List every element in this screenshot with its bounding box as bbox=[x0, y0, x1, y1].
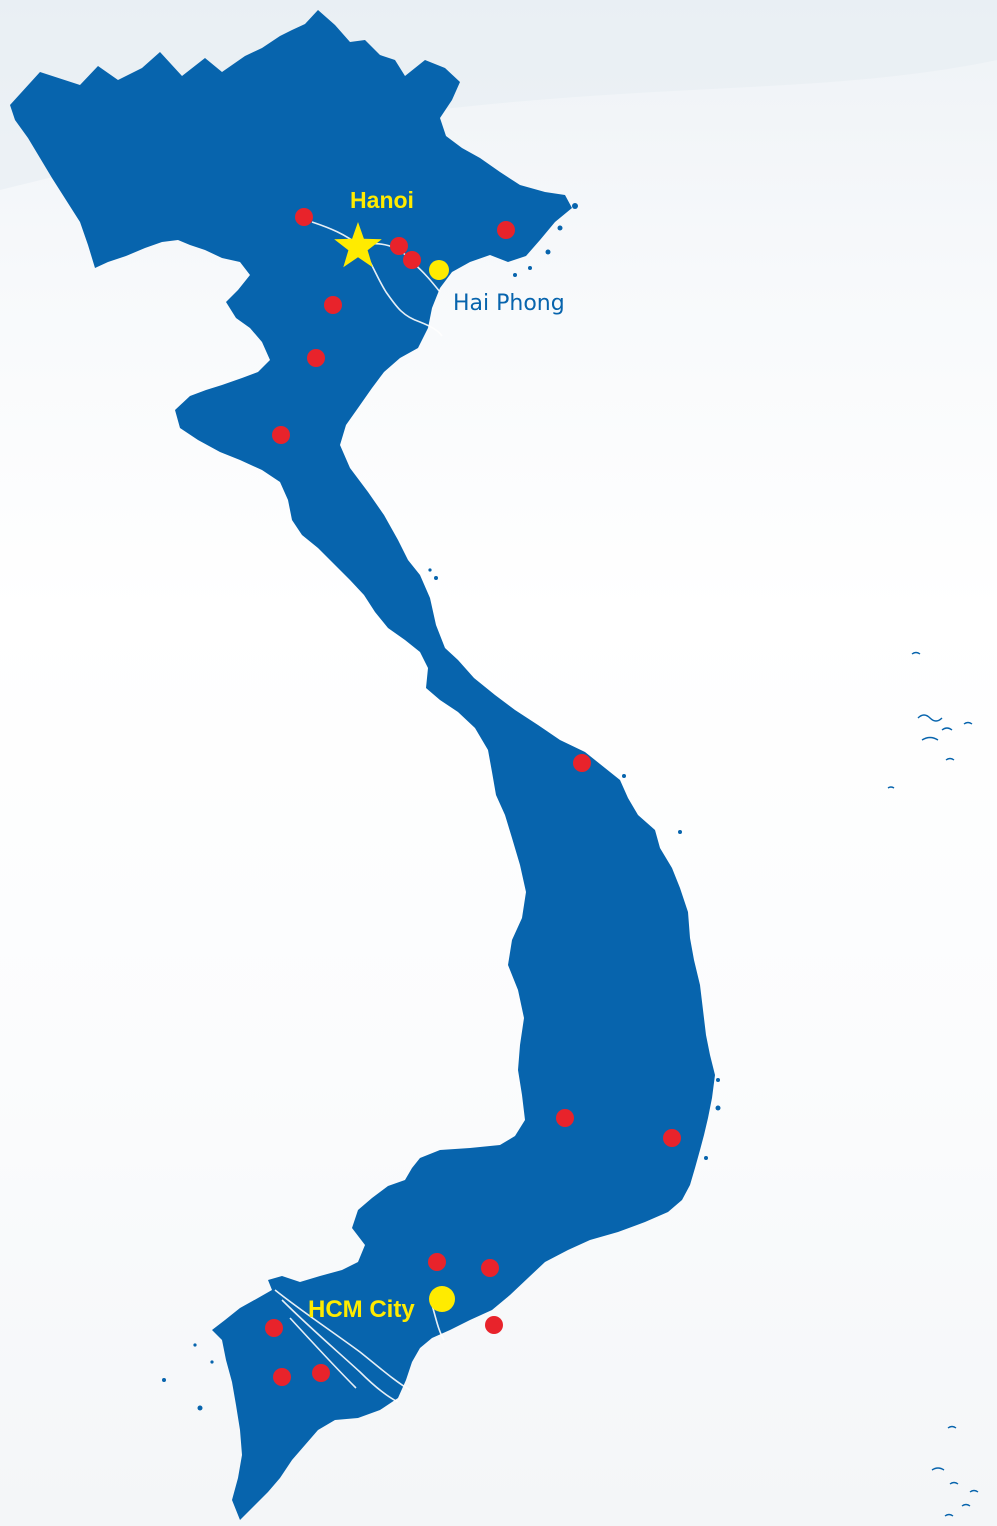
hcm-city-marker bbox=[429, 1286, 455, 1312]
city-marker bbox=[481, 1259, 499, 1277]
city-markers bbox=[265, 208, 681, 1386]
islands bbox=[162, 203, 721, 1411]
city-marker bbox=[428, 1253, 446, 1271]
city-marker bbox=[485, 1316, 503, 1334]
city-marker bbox=[497, 221, 515, 239]
city-marker bbox=[307, 349, 325, 367]
city-marker bbox=[663, 1129, 681, 1147]
city-marker bbox=[295, 208, 313, 226]
hai-phong-marker bbox=[429, 260, 449, 280]
city-marker bbox=[324, 296, 342, 314]
city-marker bbox=[556, 1109, 574, 1127]
city-marker bbox=[273, 1368, 291, 1386]
capital-label: Hanoi bbox=[350, 187, 414, 213]
rivers bbox=[274, 221, 445, 1403]
city-marker bbox=[573, 754, 591, 772]
capital-star-icon bbox=[334, 222, 382, 268]
hai-phong-label: Hai Phong bbox=[453, 291, 565, 316]
vietnam-landmass bbox=[10, 10, 715, 1520]
hcm-city-label: HCM City bbox=[308, 1296, 415, 1323]
city-marker bbox=[390, 237, 408, 255]
city-marker bbox=[312, 1364, 330, 1382]
background-swoosh bbox=[0, 0, 997, 190]
city-marker bbox=[403, 251, 421, 269]
offshore-islands bbox=[887, 651, 979, 1517]
city-marker bbox=[272, 426, 290, 444]
city-marker bbox=[265, 1319, 283, 1337]
